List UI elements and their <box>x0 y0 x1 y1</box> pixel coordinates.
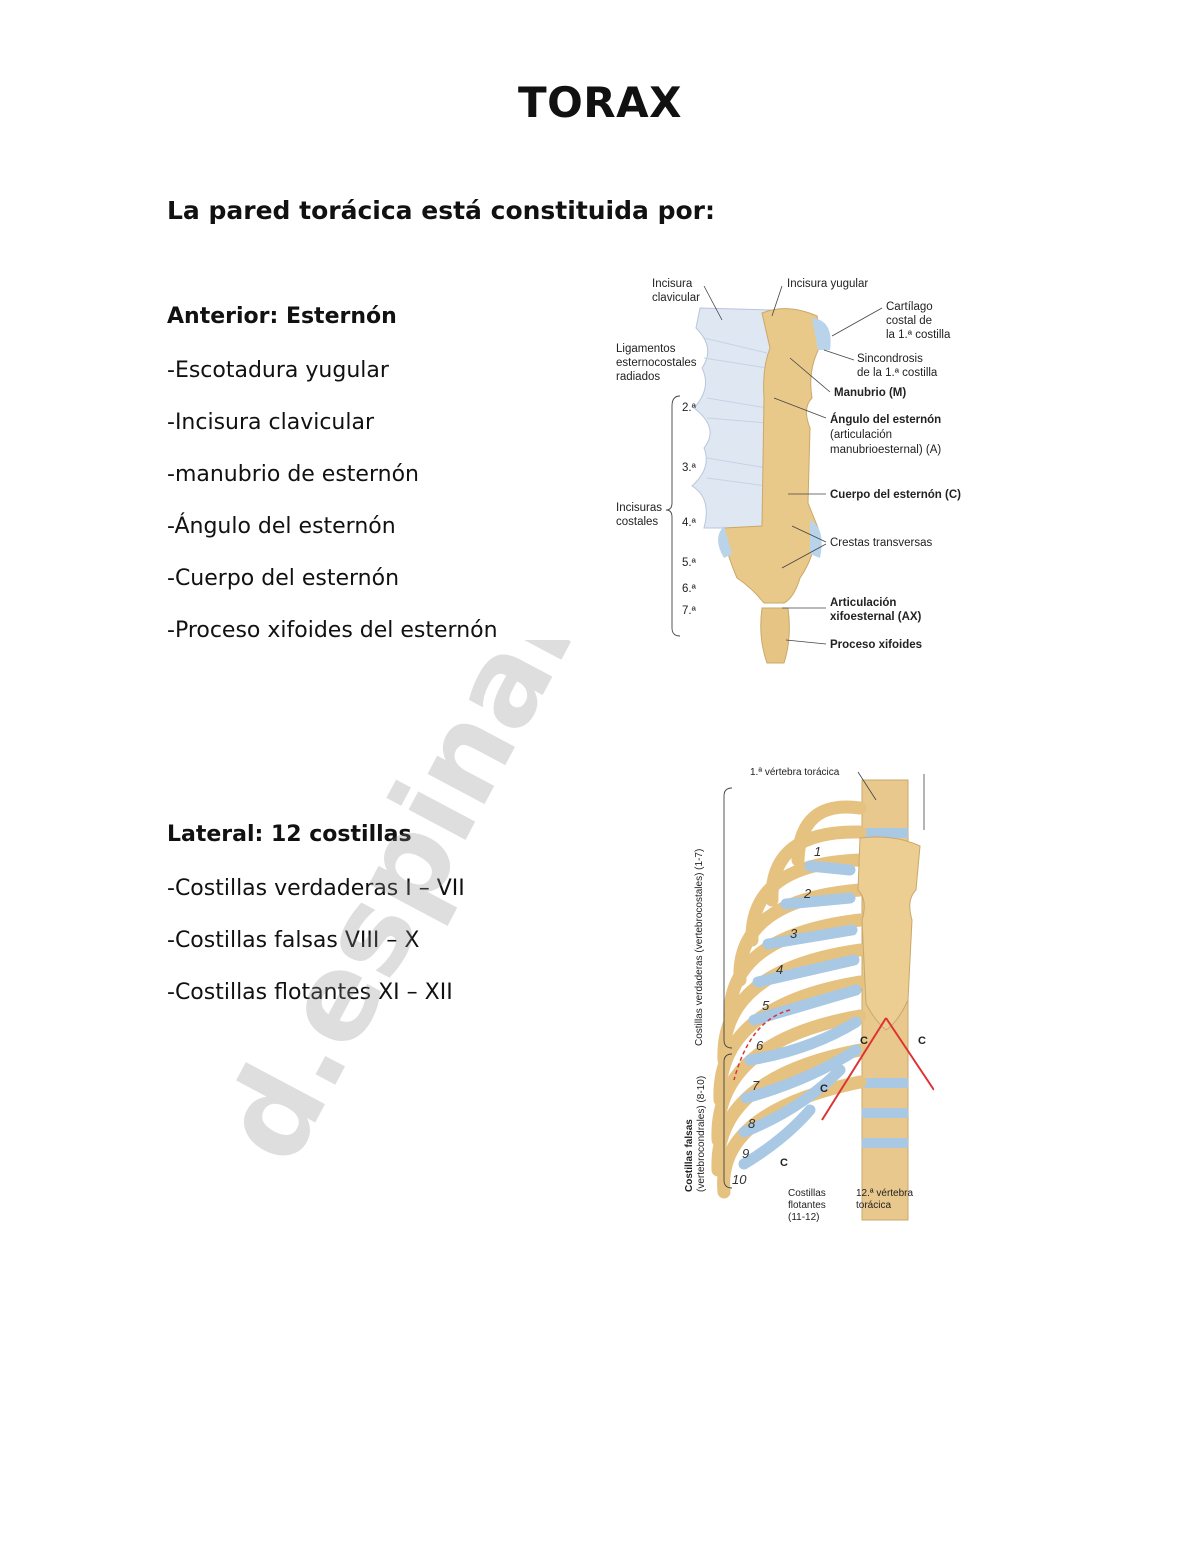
label-n7: 7.ª <box>682 605 697 617</box>
label-ligamentos: esternocostales <box>616 357 697 369</box>
rib-number: 10 <box>732 1172 747 1187</box>
rib-number: 1 <box>814 844 821 859</box>
label-vertebra12: torácica <box>856 1200 891 1211</box>
label-n3: 3.ª <box>682 462 697 474</box>
label-cartilago: costal de <box>886 315 932 327</box>
label-flotantes: flotantes <box>788 1200 826 1211</box>
rib-number: 6 <box>756 1038 764 1053</box>
cartilage-shape <box>810 520 822 558</box>
ligament-fibers <box>703 337 768 487</box>
rib-number: 2 <box>803 886 812 901</box>
rib-number: 7 <box>752 1078 760 1093</box>
rib-number: 3 <box>790 926 798 941</box>
label-vertebra12: 12.ª vértebra <box>856 1188 914 1199</box>
xiphoid-shape <box>760 607 790 664</box>
label-c: C <box>860 1035 868 1047</box>
list-item: -Costillas verdaderas I – VII <box>167 876 465 901</box>
label-angulo: Ángulo del esternón <box>830 413 941 426</box>
page-title: TORAX <box>517 78 683 127</box>
ribcage-drawing <box>711 779 934 1221</box>
rib-number: 9 <box>742 1146 749 1161</box>
label-cartilago: Cartílago <box>886 301 933 313</box>
label-n2: 2.ª <box>682 402 697 414</box>
label-xifoides: Proceso xifoides <box>830 639 922 651</box>
ligaments-shape <box>691 307 771 529</box>
list-item: -Escotadura yugular <box>167 358 389 383</box>
label-flotantes: Costillas <box>788 1188 826 1199</box>
label-c: C <box>918 1035 926 1047</box>
label-falsas: Costillas falsas <box>684 1119 695 1192</box>
list-item: -manubrio de esternón <box>167 462 419 487</box>
label-angulo: manubrioesternal) (A) <box>830 444 941 456</box>
rib-number: 8 <box>748 1116 756 1131</box>
anterior-list: -Escotadura yugular -Incisura clavicular… <box>167 358 498 670</box>
label-incisuras: Incisuras <box>616 502 662 514</box>
ribcage-figure: 1 2 3 4 5 6 7 8 9 10 C C C C 1.ª vértebr… <box>684 767 934 1223</box>
label-cuerpo: Cuerpo del esternón (C) <box>830 489 961 501</box>
lateral-list: -Costillas verdaderas I – VII -Costillas… <box>167 876 465 1032</box>
label-incisura-clavicular: Incisura <box>652 278 693 290</box>
list-item: -Proceso xifoides del esternón <box>167 618 498 643</box>
label-n5: 5.ª <box>682 557 697 569</box>
list-item: -Costillas falsas VIII – X <box>167 928 420 953</box>
list-item: -Cuerpo del esternón <box>167 566 400 591</box>
label-incisura-yugular: Incisura yugular <box>787 278 868 290</box>
lateral-heading: Lateral: 12 costillas <box>167 822 412 847</box>
label-manubrio: Manubrio (M) <box>834 387 906 399</box>
rib-number: 4 <box>776 962 783 977</box>
label-incisura-clavicular: clavicular <box>652 292 700 304</box>
label-flotantes: (11-12) <box>788 1212 820 1223</box>
label-n4: 4.ª <box>682 517 697 529</box>
sternum-figure: Incisura clavicular Incisura yugular Car… <box>616 278 961 664</box>
label-articulacion: xifoesternal (AX) <box>830 611 922 623</box>
list-item: -Incisura clavicular <box>167 410 375 435</box>
list-item: -Ángulo del esternón <box>167 514 396 539</box>
label-incisuras: costales <box>616 516 658 528</box>
anterior-heading: Anterior: Esternón <box>167 304 397 329</box>
label-falsas: (vertebrocondrales) (8-10) <box>696 1076 707 1192</box>
list-item: -Costillas flotantes XI – XII <box>167 980 453 1005</box>
rib-number: 5 <box>762 998 770 1013</box>
label-c: C <box>780 1157 788 1169</box>
label-ligamentos: Ligamentos <box>616 343 676 355</box>
label-angulo: (articulación <box>830 429 892 441</box>
cartilage-shape <box>718 526 732 558</box>
label-verdaderas: Costillas verdaderas (vertebrocostales) … <box>694 849 705 1046</box>
label-crestas: Crestas transversas <box>830 537 933 549</box>
label-n6: 6.ª <box>682 583 697 595</box>
label-sincondrosis: de la 1.ª costilla <box>857 367 938 379</box>
label-articulacion: Articulación <box>830 597 896 609</box>
label-vertebra1: 1.ª vértebra torácica <box>750 767 840 778</box>
brace <box>665 395 681 637</box>
label-cartilago: la 1.ª costilla <box>886 329 951 341</box>
label-ligamentos: radiados <box>616 371 660 383</box>
label-c: C <box>820 1083 828 1095</box>
cartilage-1-shape <box>812 318 831 350</box>
intro-heading: La pared torácica está constituida por: <box>167 196 715 225</box>
label-sincondrosis: Sincondrosis <box>857 353 923 365</box>
